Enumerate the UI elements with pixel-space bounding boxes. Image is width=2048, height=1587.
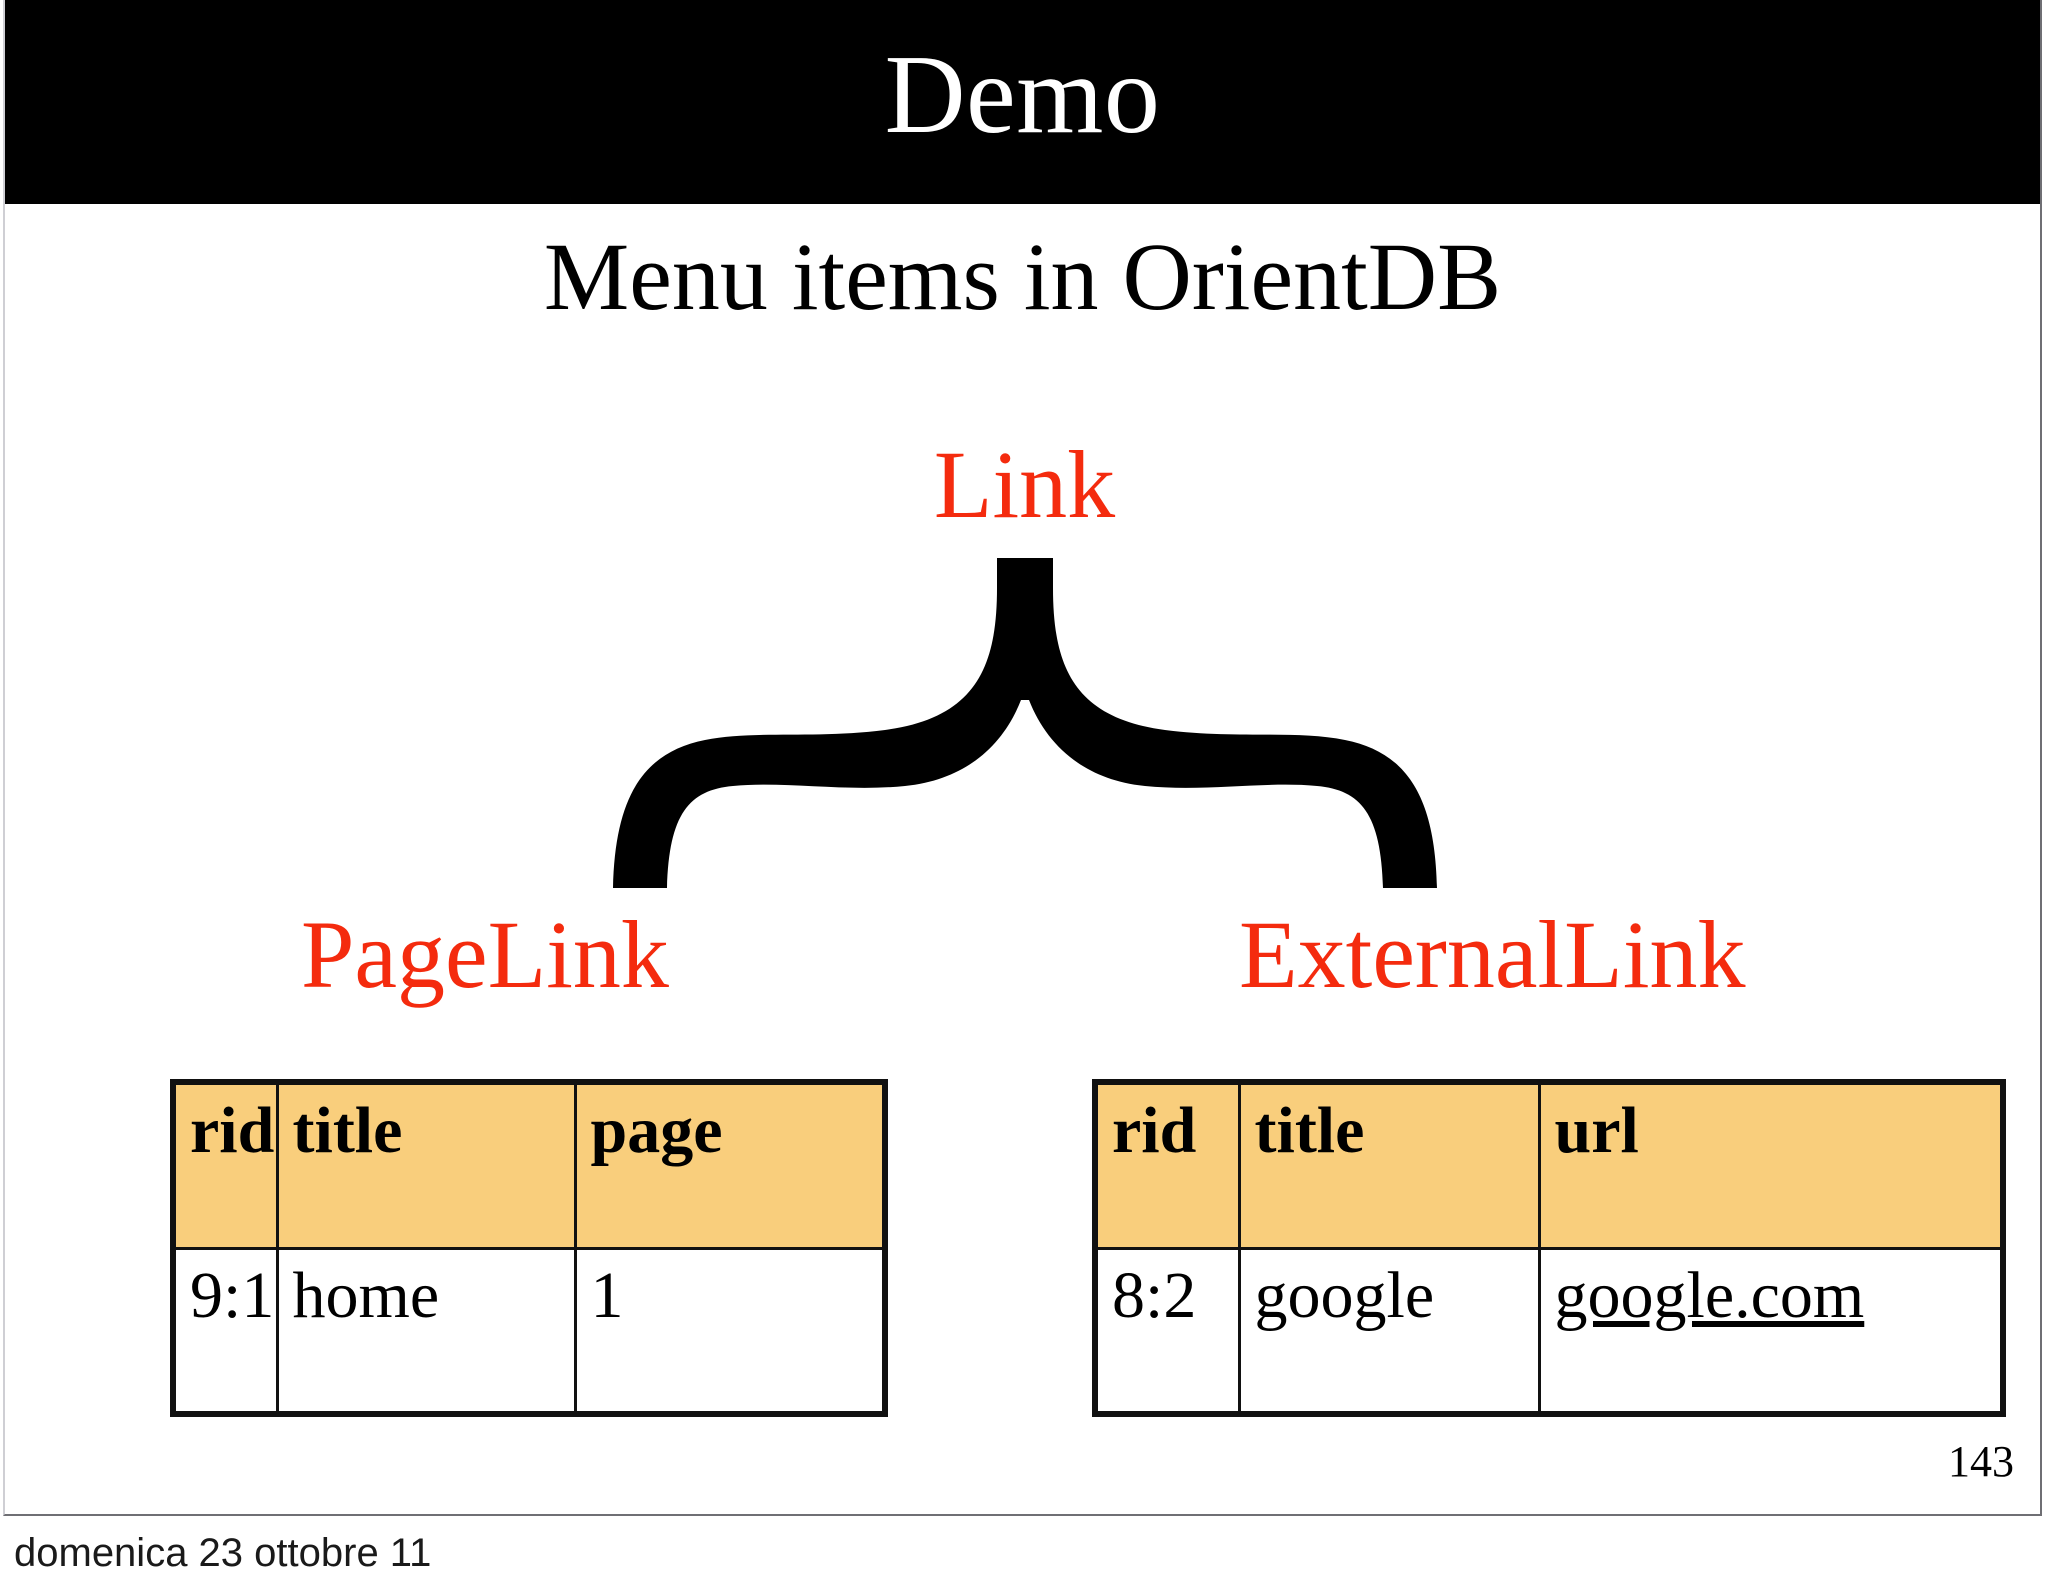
page-title: Demo <box>884 33 1161 157</box>
table-header-row: rid title url <box>1093 1080 2005 1250</box>
cell-url-link[interactable]: google.com <box>1537 1246 2005 1416</box>
curly-brace-icon <box>605 558 1445 888</box>
externallink-table: rid title url 8:2 google google.com <box>1092 1079 2006 1417</box>
diagram-node-pagelink: PageLink <box>301 901 669 1008</box>
cell-rid: 8:2 <box>1093 1246 1241 1416</box>
cell-page: 1 <box>573 1246 887 1416</box>
column-header-page: page <box>573 1080 887 1250</box>
table-row: 8:2 google google.com <box>1093 1246 2005 1416</box>
cell-title: google <box>1237 1246 1541 1416</box>
title-banner: Demo <box>5 0 2040 204</box>
table-header-row: rid title page <box>171 1080 887 1250</box>
diagram-node-externallink: ExternalLink <box>1239 901 1746 1008</box>
column-header-url: url <box>1537 1080 2005 1250</box>
slide-canvas: Demo Menu items in OrientDB Link PageLin… <box>3 0 2042 1516</box>
page-number: 143 <box>1948 1437 2014 1486</box>
slide-subtitle: Menu items in OrientDB <box>543 223 1502 330</box>
diagram-node-link: Link <box>933 431 1116 538</box>
column-header-rid: rid <box>171 1080 279 1250</box>
footer-date: domenica 23 ottobre 11 <box>14 1531 432 1575</box>
cell-title: home <box>275 1246 577 1416</box>
cell-rid: 9:1 <box>171 1246 279 1416</box>
table-row: 9:1 home 1 <box>171 1246 887 1416</box>
column-header-rid: rid <box>1093 1080 1241 1250</box>
column-header-title: title <box>275 1080 577 1250</box>
pagelink-table: rid title page 9:1 home 1 <box>170 1079 888 1417</box>
column-header-title: title <box>1237 1080 1541 1250</box>
